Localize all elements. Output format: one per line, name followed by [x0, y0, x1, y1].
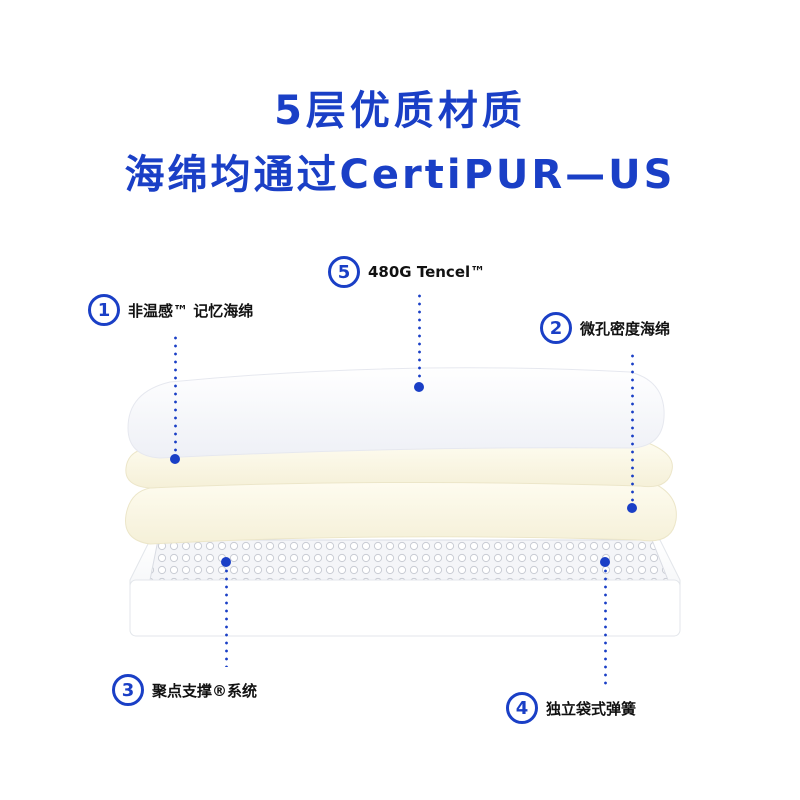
label-support-system: 聚点支撑®系统 — [152, 680, 257, 701]
callout-layer-1: 1 非温感™ 记忆海绵 — [88, 294, 253, 326]
number-badge-3: 3 — [112, 674, 144, 706]
callout-layer-2: 2 微孔密度海绵 — [540, 312, 670, 344]
label-microporous-foam: 微孔密度海绵 — [580, 318, 670, 339]
leader-line-2 — [631, 352, 634, 502]
callout-layer-5: 5 480G Tencel™ — [328, 256, 485, 288]
callout-layer-3: 3 聚点支撑®系统 — [112, 674, 257, 706]
label-pocket-springs: 独立袋式弹簧 — [546, 698, 636, 719]
label-memory-foam: 非温感™ 记忆海绵 — [128, 300, 253, 321]
leader-dot-4 — [600, 557, 610, 567]
label-tencel: 480G Tencel™ — [368, 263, 485, 281]
callout-layer-4: 4 独立袋式弹簧 — [506, 692, 636, 724]
leader-dot-2 — [627, 503, 637, 513]
leader-line-5 — [418, 292, 421, 384]
number-badge-5: 5 — [328, 256, 360, 288]
leader-line-1 — [174, 334, 177, 454]
leader-dot-3 — [221, 557, 231, 567]
leader-dot-1 — [170, 454, 180, 464]
number-badge-4: 4 — [506, 692, 538, 724]
tencel-top-layer — [128, 368, 664, 458]
leader-dot-5 — [414, 382, 424, 392]
spring-base-layer — [130, 540, 680, 636]
number-badge-1: 1 — [88, 294, 120, 326]
leader-line-3 — [225, 567, 228, 667]
leader-line-4 — [604, 567, 607, 685]
number-badge-2: 2 — [540, 312, 572, 344]
